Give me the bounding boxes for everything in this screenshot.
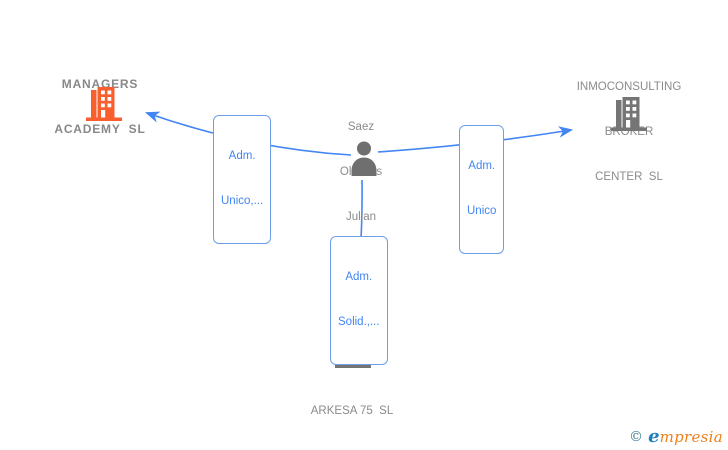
company-node-managers-academy[interactable] [86,87,122,126]
watermark-empresia[interactable]: © empresia [629,426,723,447]
edge-label-adm-solid-arkesa[interactable]: Adm. Solid.,... [330,236,388,365]
copyright-icon: © [629,429,644,445]
company-name-managers-academy[interactable]: MANAGERS ACADEMY SL [54,77,146,136]
company-node-inmoconsulting[interactable] [611,97,647,136]
building-icon-orange [86,87,122,121]
watermark-brand-rest: mpresia [659,428,723,446]
edge-label-adm-unico-inmoconsulting[interactable]: Adm. Unico [459,125,505,254]
company-name-arkesa[interactable]: ARKESA 75 SL [310,405,394,417]
building-icon [611,97,647,131]
person-node[interactable] [349,140,379,181]
person-icon [351,141,377,176]
watermark-brand-e: e [648,426,660,447]
edge-label-adm-unico-managers[interactable]: Adm. Unico,... [213,115,272,244]
